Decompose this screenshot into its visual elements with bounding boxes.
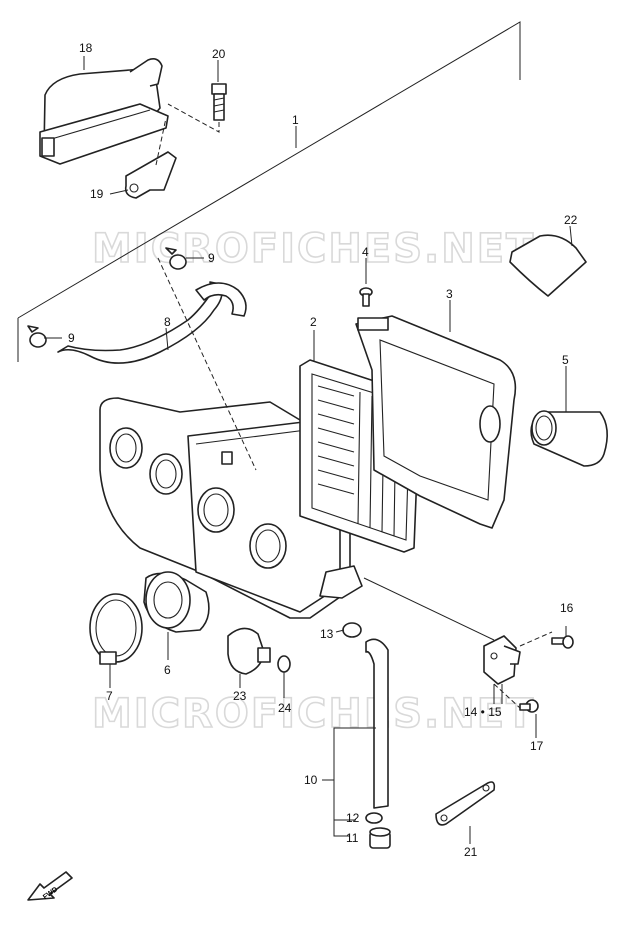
part-4-screw	[359, 287, 373, 307]
callout-22: 22	[564, 213, 578, 227]
callout-16: 16	[560, 601, 574, 615]
leader-20-dashed	[167, 103, 220, 133]
part-14-15-bracket	[483, 635, 521, 685]
leader-17-dashed	[493, 683, 521, 709]
part-18-cover	[39, 58, 169, 165]
callout-9-upper: 9	[208, 251, 215, 265]
callout-12: 12	[346, 811, 360, 825]
part-24-clip	[277, 655, 291, 673]
drain-fitting	[319, 565, 363, 599]
leader-19-dashed	[155, 117, 167, 166]
callout-5: 5	[562, 353, 569, 367]
part-6-joint	[143, 571, 210, 633]
part-13-clamp	[342, 622, 362, 638]
callout-2: 2	[310, 315, 317, 329]
assembly-bracket-1	[17, 21, 521, 362]
part-20-bolt	[211, 83, 227, 121]
part-16-screw	[551, 635, 574, 649]
callout-1: 1	[292, 113, 299, 127]
callout-19: 19	[90, 187, 104, 201]
callout-6: 6	[164, 663, 171, 677]
part-7-band	[89, 593, 143, 665]
part-11-cap	[369, 827, 391, 849]
part-8-hose	[57, 281, 247, 364]
callout-3: 3	[446, 287, 453, 301]
callout-10: 10	[304, 773, 318, 787]
callout-23: 23	[233, 689, 247, 703]
leader-9-dashed	[157, 257, 257, 471]
part-23-cap	[227, 627, 271, 675]
part-22-plate	[509, 234, 587, 297]
callout-8: 8	[164, 315, 171, 329]
leader-16-dashed	[519, 631, 553, 647]
part-9-clamp-lower	[27, 325, 47, 348]
part-9-clamp-upper	[165, 247, 187, 270]
part-17-screw	[519, 699, 539, 713]
fwd-arrow-icon: FWD	[27, 871, 73, 901]
callout-9-lower: 9	[68, 331, 75, 345]
callout-24: 24	[278, 701, 292, 715]
callout-labels: 18 20 1 19 22 4 9 3 8 2 9 5 16 13 6 7 23…	[68, 41, 578, 859]
part-19-bracket	[124, 151, 177, 199]
part-21-strap	[435, 781, 496, 826]
callout-20: 20	[212, 47, 226, 61]
leader-to-bracket	[363, 577, 495, 641]
callout-4: 4	[362, 245, 369, 259]
part-5-duct	[530, 410, 608, 467]
part-3-box-rear	[355, 315, 517, 529]
callout-21: 21	[464, 845, 478, 859]
callout-14-15: 14 • 15	[464, 705, 502, 719]
callout-13: 13	[320, 627, 334, 641]
callout-7: 7	[106, 689, 113, 703]
callout-11: 11	[346, 831, 359, 845]
part-10-drain-hose	[365, 638, 389, 809]
callout-18: 18	[79, 41, 93, 55]
watermark-top: MICROFICHES.NET	[92, 226, 535, 272]
part-12-clip	[365, 812, 383, 824]
callout-leaders	[44, 56, 573, 844]
watermark-bottom: MICROFICHES.NET	[92, 691, 535, 737]
callout-17: 17	[530, 739, 544, 753]
